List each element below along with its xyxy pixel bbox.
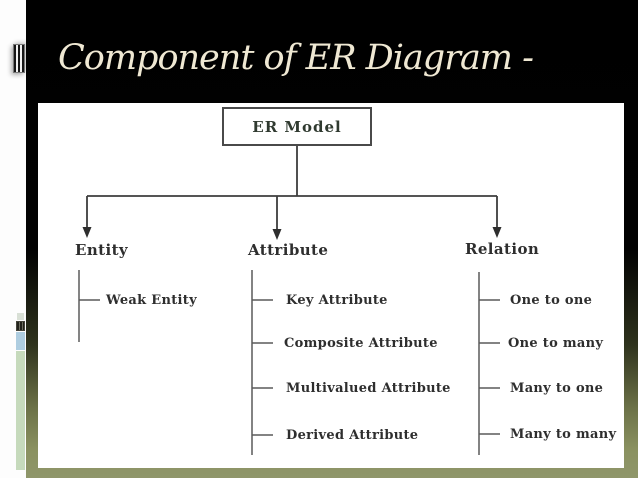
leaf-derived-attribute: Derived Attribute — [286, 428, 419, 443]
branch-label-attribute: Attribute — [248, 241, 329, 259]
left-margin — [0, 0, 26, 478]
diagram-panel: ER Model Entity Attribute Relation Weak … — [38, 103, 624, 468]
leaf-composite-attribute: Composite Attribute — [284, 336, 438, 351]
er-model-box: ER Model — [222, 107, 372, 146]
connector-lines — [78, 146, 502, 455]
page-marker-icon — [17, 313, 24, 320]
leaf-weak-entity: Weak Entity — [106, 293, 197, 308]
leaf-key-attribute: Key Attribute — [286, 293, 388, 308]
slide-title: Component of ER Diagram - — [58, 38, 534, 78]
leaf-one-to-many: One to many — [508, 336, 604, 351]
striped-thumbnail-icon — [13, 44, 25, 73]
branch-label-entity: Entity — [75, 241, 129, 259]
slide: Component of ER Diagram - — [26, 0, 638, 478]
leaf-many-to-many: Many to many — [510, 427, 617, 442]
branch-label-relation: Relation — [465, 240, 540, 258]
scrollbar-segment-blue[interactable] — [16, 332, 25, 350]
striped-thumbnail-icon-small — [16, 321, 25, 331]
scrollbar-track[interactable] — [16, 351, 25, 470]
leaf-one-to-one: One to one — [510, 293, 593, 308]
arrowhead-icons — [82, 227, 502, 240]
er-model-label: ER Model — [252, 117, 342, 136]
leaf-multivalued-attribute: Multivalued Attribute — [286, 381, 451, 396]
leaf-many-to-one: Many to one — [510, 381, 604, 396]
